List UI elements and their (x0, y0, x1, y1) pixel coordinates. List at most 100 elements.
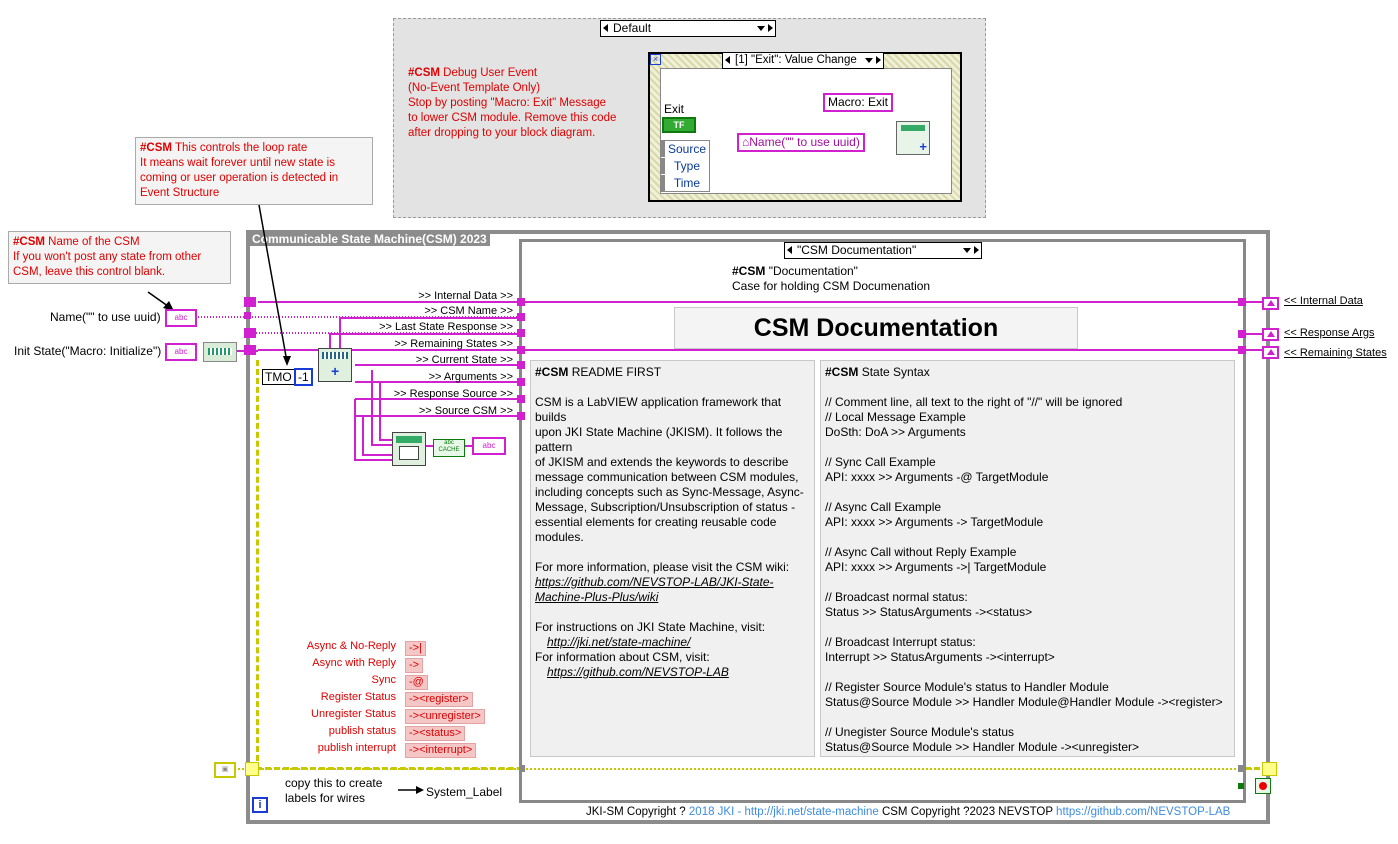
name-terminal (244, 312, 251, 319)
syntax-line: // Comment line, all text to the right o… (825, 395, 1123, 409)
syntax-line: Status >> StatusArguments -><status> (825, 605, 1033, 619)
post-message-vi-icon[interactable]: + (896, 121, 930, 155)
wire-label-left: >> CSM Name >> (424, 305, 513, 317)
dropdown-arrow-icon[interactable] (757, 26, 765, 31)
csm-wiki-link-cont[interactable]: Machine-Plus-Plus/wiki (535, 590, 659, 604)
shift-register-right-1[interactable] (1262, 297, 1279, 310)
error-tunnel-left (519, 765, 525, 772)
right-label-response-args: << Response Args (1284, 327, 1375, 339)
tunnel-source-csm (517, 412, 525, 420)
stop-terminal[interactable] (1255, 778, 1271, 794)
operator-constant[interactable]: ->| (405, 641, 426, 656)
tunnel-right-remaining (1238, 346, 1246, 354)
exit-label: Exit (664, 102, 685, 116)
syntax-line: API: xxxx >> Arguments -> TargetModule (825, 515, 1044, 529)
operator-constant[interactable]: -><unregister> (405, 709, 485, 724)
timeout-icon: × (650, 54, 661, 65)
macro-exit-constant[interactable]: Macro: Exit (823, 93, 894, 112)
shift-register-left-1[interactable] (244, 297, 256, 307)
operator-label: Async & No-Reply (306, 640, 396, 652)
increment-arrow-icon[interactable] (876, 56, 881, 64)
tunnel-csm-name (517, 313, 525, 321)
right-label-remaining-states: << Remaining States (1284, 347, 1387, 359)
operator-label: Sync (371, 674, 396, 686)
event-case-selector[interactable]: Default (600, 20, 776, 37)
tunnel-right-internal (1238, 298, 1246, 306)
dropdown-arrow-icon[interactable] (963, 248, 971, 253)
syntax-lines: // Comment line, all text to the right o… (825, 395, 1230, 755)
name-control[interactable]: abc (165, 309, 197, 327)
shift-register-left-3[interactable] (244, 345, 256, 355)
syntax-line: // Broadcast Interrupt status: (825, 635, 976, 649)
nevstop-link[interactable]: https://github.com/NEVSTOP-LAB (547, 665, 729, 679)
error-shift-register-left[interactable] (245, 762, 259, 776)
event-field-type[interactable]: Type (661, 158, 709, 174)
event-field-time[interactable]: Time (661, 175, 709, 191)
csm-loop-frame (246, 230, 1270, 824)
case-selector[interactable]: "CSM Documentation" (784, 242, 982, 259)
csm-wiki-link[interactable]: https://github.com/NEVSTOP-LAB/JKI-State… (535, 575, 774, 589)
loop-rate-comment: #CSM This controls the loop rate It mean… (135, 137, 373, 205)
syntax-line: // Local Message Example (825, 410, 966, 424)
decrement-arrow-icon[interactable] (787, 246, 792, 254)
operator-constant[interactable]: -> (405, 658, 424, 673)
decrement-arrow-icon[interactable] (603, 24, 608, 32)
jki-link[interactable]: http://jki.net/state-machine/ (547, 635, 691, 649)
error-cluster-control[interactable]: ▣ (214, 762, 236, 778)
syntax-line: // Async Call Example (825, 500, 942, 514)
operator-constant[interactable]: -><register> (405, 692, 473, 707)
label-indicator[interactable]: abc (472, 437, 506, 455)
exit-boolean-terminal[interactable]: TF (662, 117, 696, 133)
operator-constant[interactable]: -><interrupt> (405, 743, 477, 758)
tunnel-last-state (517, 329, 525, 337)
info-icon[interactable]: i (252, 797, 268, 813)
shift-register-right-2[interactable] (1262, 328, 1279, 341)
operator-constant[interactable]: -@ (405, 675, 428, 690)
dropdown-arrow-icon[interactable] (865, 58, 873, 63)
name-reference[interactable]: ⌂Name("" to use uuid) (737, 133, 865, 152)
decrement-arrow-icon[interactable] (725, 56, 730, 64)
increment-arrow-icon[interactable] (974, 246, 979, 254)
tmo-label: TMO (262, 369, 295, 385)
operator-label: publish interrupt (317, 742, 396, 754)
init-state-control[interactable]: abc (165, 343, 197, 361)
syntax-line: Status@Source Module >> Handler Module@H… (825, 695, 1223, 709)
shift-register-left-2[interactable] (244, 328, 256, 338)
operator-constant[interactable]: -><status> (405, 726, 466, 741)
event-data-node: Source Type Time (660, 140, 710, 192)
csm-cache-vi-icon[interactable] (392, 432, 426, 466)
csm-dequeue-vi-icon[interactable]: + (318, 348, 352, 382)
stop-tunnel (1238, 783, 1244, 789)
wire-label-left: >> Source CSM >> (418, 405, 513, 417)
wire-label-left: >> Current State >> (415, 354, 513, 366)
tmo-constant[interactable]: -1 (294, 368, 313, 386)
operator-label: Register Status (320, 691, 396, 703)
syntax-line: API: xxxx >> Arguments -@ TargetModule (825, 470, 1049, 484)
syntax-line: Status@Source Module >> Handler Module -… (825, 740, 1140, 754)
syntax-line: DoSth: DoA >> Arguments (825, 425, 966, 439)
event-selector[interactable]: [1] "Exit": Value Change (722, 52, 884, 69)
syntax-line: Interrupt >> StatusArguments -><interrup… (825, 650, 1055, 664)
system-label[interactable]: System_Label (426, 785, 503, 799)
syntax-line: // Broadcast normal status: (825, 590, 968, 604)
init-state-label: Init State("Macro: Initialize") (14, 344, 162, 358)
wire-label-left: >> Internal Data >> (418, 290, 513, 302)
csm-frame-title: Communicable State Machine(CSM) 2023 (249, 232, 490, 246)
cache-constant[interactable]: abc CACHE (433, 439, 465, 457)
tunnel-arguments (517, 378, 525, 386)
increment-arrow-icon[interactable] (768, 24, 773, 32)
event-field-source[interactable]: Source (661, 141, 709, 157)
csm-documentation-banner: CSM Documentation (674, 307, 1078, 349)
case-description: #CSM "Documentation" Case for holding CS… (732, 264, 931, 293)
copy-note: copy this to create labels for wires (285, 776, 383, 805)
readme-panel: #CSM README FIRST CSM is a LabVIEW appli… (530, 360, 815, 757)
state-syntax-panel: #CSM State Syntax // Comment line, all t… (820, 360, 1235, 757)
parse-state-vi-icon[interactable] (203, 342, 237, 362)
syntax-line: // Register Source Module's status to Ha… (825, 680, 1109, 694)
tunnel-internal-data (517, 298, 525, 306)
shift-register-right-3[interactable] (1262, 346, 1279, 359)
error-shift-register-right[interactable] (1262, 762, 1277, 776)
syntax-line: // Async Call without Reply Example (825, 545, 1017, 559)
operator-label: Async with Reply (312, 657, 396, 669)
